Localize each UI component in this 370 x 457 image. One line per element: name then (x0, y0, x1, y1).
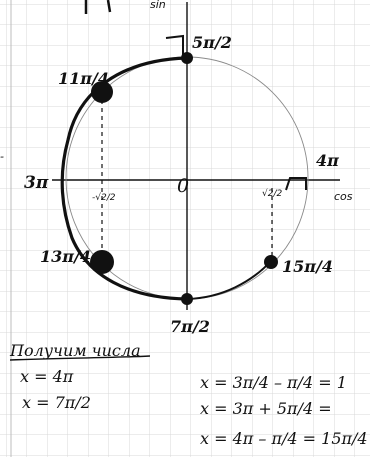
calc-3: x = 4π – π/4 = 15π/4 (200, 429, 368, 448)
tick-neg-sqrt2-2: -√2/2 (92, 192, 116, 203)
answer-2: x = 7π/2 (22, 393, 91, 412)
sin-axis-label: sin (150, 0, 166, 11)
calc-2: x = 3π + 5π/4 = (200, 399, 332, 418)
marked-arc (60, 56, 189, 301)
top-scribble (84, 0, 112, 14)
origin-label: 0 (177, 175, 189, 197)
point-bottom (181, 293, 193, 305)
point-lower-right (264, 255, 278, 269)
tick-pos-sqrt2-2: √2/2 (262, 188, 282, 199)
notes-heading-underline (9, 355, 151, 361)
calc-1: x = 3π/4 – π/4 = 1 (200, 373, 347, 392)
answer-1: x = 4π (20, 367, 74, 386)
point-top (181, 52, 193, 64)
label-5pi-2: 5π/2 (192, 33, 232, 52)
label-3pi: 3π (24, 173, 49, 193)
point-upper-left (91, 81, 113, 103)
label-13pi-4: 13π/4 (40, 247, 91, 266)
label-4pi: 4π (316, 151, 339, 170)
notes-heading: Получим числа (9, 341, 141, 360)
label-15pi-4: 15π/4 (282, 257, 333, 276)
left-edge-mark: - (0, 150, 4, 163)
label-7pi-2: 7π/2 (170, 317, 210, 336)
right-bracket (285, 177, 307, 191)
top-bracket (165, 34, 184, 58)
cos-axis-label: cos (334, 190, 353, 203)
point-lower-left (90, 250, 114, 274)
label-11pi-4: 11π/4 (58, 69, 109, 88)
